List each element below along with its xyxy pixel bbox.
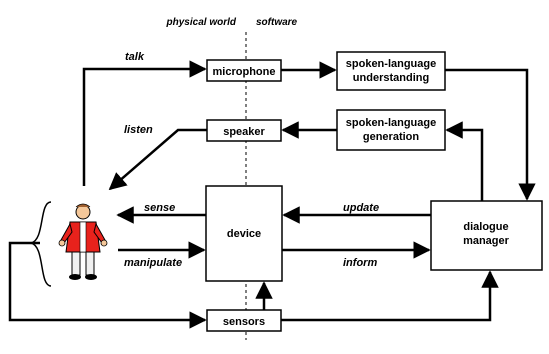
manipulate-label: manipulate bbox=[124, 257, 182, 269]
dialogue-manager-label-line1: dialogue bbox=[463, 221, 508, 233]
slg-label-line1: spoken-language bbox=[346, 117, 436, 129]
listen-label: listen bbox=[124, 124, 153, 136]
sensors-label: sensors bbox=[223, 316, 265, 328]
microphone-box: microphone bbox=[206, 59, 282, 82]
user-to-sensors-arrow bbox=[8, 241, 207, 329]
inform-label: inform bbox=[343, 257, 377, 269]
sensors-to-dm-arrow bbox=[281, 270, 499, 322]
slu-label-line2: understanding bbox=[353, 72, 429, 84]
device-box: device bbox=[205, 185, 283, 282]
sensors-box: sensors bbox=[206, 309, 282, 332]
user-brace bbox=[30, 201, 52, 287]
talk-arrow bbox=[82, 60, 207, 186]
sense-label: sense bbox=[144, 202, 175, 214]
speaker-label: speaker bbox=[223, 126, 265, 138]
slg-label-line2: generation bbox=[363, 131, 420, 143]
dialogue-manager-box: dialogue manager bbox=[430, 200, 543, 271]
dialogue-manager-label-line2: manager bbox=[463, 235, 510, 247]
user-figure-icon bbox=[58, 203, 108, 280]
device-label: device bbox=[227, 228, 261, 240]
speaker-box: speaker bbox=[206, 119, 282, 142]
slg-box: spoken-language generation bbox=[336, 109, 446, 151]
update-label: update bbox=[343, 202, 379, 214]
slu-label-line1: spoken-language bbox=[346, 58, 436, 70]
dm-to-slg-arrow bbox=[445, 121, 484, 201]
slu-to-dm-arrow bbox=[445, 68, 536, 201]
talk-label: talk bbox=[125, 51, 145, 63]
software-header: software bbox=[256, 17, 298, 28]
microphone-label: microphone bbox=[213, 66, 276, 78]
listen-arrow bbox=[108, 128, 207, 191]
slu-box: spoken-language understanding bbox=[336, 51, 446, 91]
physical-world-header: physical world bbox=[166, 17, 237, 28]
